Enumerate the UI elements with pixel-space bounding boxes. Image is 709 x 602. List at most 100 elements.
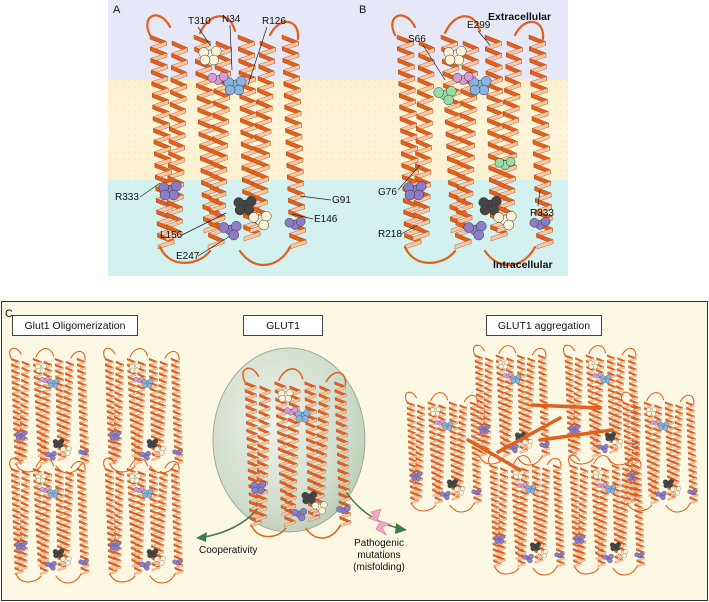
atom-sphere [522, 439, 528, 445]
atom-sphere [39, 377, 45, 382]
leader-line [139, 182, 161, 198]
loop [146, 14, 172, 37]
atom-sphere [469, 84, 481, 96]
atom-sphere [670, 486, 676, 492]
atom-sphere [499, 534, 505, 540]
atom-sphere [224, 84, 236, 96]
atom-sphere [639, 551, 645, 557]
atom-sphere [668, 478, 674, 484]
helix-back-band [536, 239, 554, 250]
cooperativity-arrowhead [196, 532, 207, 542]
purple-residue-cluster [45, 451, 57, 461]
atom-sphere [579, 534, 585, 540]
atom-sphere [655, 419, 661, 424]
atom-sphere [133, 487, 139, 492]
atom-sphere [484, 424, 490, 430]
atom-sphere [623, 549, 629, 555]
residue-label: G91 [332, 195, 351, 206]
atom-sphere [318, 507, 326, 515]
atom-sphere [199, 54, 211, 66]
pink-residue-cluster [283, 406, 299, 416]
helix-back-band [133, 460, 143, 466]
atom-sphere [298, 514, 306, 522]
atom-sphere [142, 382, 148, 389]
atom-sphere [154, 556, 160, 562]
atom-sphere [512, 448, 518, 454]
atom-sphere [664, 421, 670, 427]
green-residue-cluster [433, 86, 457, 106]
purple-residue-cluster [291, 508, 308, 522]
atom-sphere [607, 558, 613, 564]
lightning-bolt-icon [367, 508, 391, 536]
atom-sphere [147, 552, 153, 559]
atom-sphere [50, 565, 56, 571]
atom-sphere [139, 561, 145, 567]
atom-sphere [599, 469, 605, 475]
transmembrane-helix [112, 360, 124, 462]
leader-line [291, 213, 314, 220]
helix-back-band [57, 456, 67, 462]
cream-residue-cluster [35, 363, 47, 374]
atom-sphere [45, 486, 51, 492]
atom-sphere [592, 372, 598, 378]
atom-sphere [444, 54, 456, 66]
atom-sphere [605, 436, 611, 442]
atom-sphere [83, 558, 89, 564]
atom-sphere [66, 446, 72, 452]
atom-sphere [148, 378, 154, 384]
atom-sphere [320, 501, 328, 509]
purple-residue-cluster [78, 448, 89, 456]
helix-back-band [108, 460, 118, 466]
loop [198, 15, 237, 35]
atom-sphere [473, 229, 484, 241]
misfolding-label-line1: Pathogenic [354, 538, 404, 549]
atom-sphere [507, 372, 513, 377]
atom-sphere [177, 558, 183, 564]
leader-line [422, 44, 446, 81]
leader-line [537, 189, 541, 207]
residue-label: R218 [378, 229, 402, 240]
residue-label: R333 [115, 192, 139, 203]
intracellular-label: Intracellular [493, 259, 553, 271]
atom-sphere [109, 435, 116, 441]
atom-sphere [481, 76, 492, 87]
atom-sphere [172, 559, 178, 565]
atom-sphere [476, 221, 487, 232]
atom-sphere [541, 553, 547, 559]
leader-line [247, 26, 268, 86]
loop [250, 525, 287, 538]
atom-sphere [605, 488, 611, 494]
purple-residue-cluster [158, 181, 182, 201]
atom-sphere [612, 439, 618, 445]
atom-sphere [448, 421, 454, 427]
atom-sphere [674, 490, 680, 496]
atom-sphere [66, 556, 72, 562]
glut1-box-label: GLUT1 [266, 320, 300, 332]
atom-sphere [411, 475, 417, 481]
atom-sphere [491, 196, 502, 207]
atom-sphere [502, 372, 508, 378]
loop [15, 463, 42, 473]
residue-label: R126 [262, 16, 286, 27]
atom-sphere [302, 497, 310, 505]
atom-sphere [454, 486, 460, 492]
atom-sphere [147, 442, 153, 449]
atom-sphere [172, 449, 178, 455]
leader-line [197, 26, 211, 46]
atom-sphere [610, 431, 616, 437]
atom-sphere [295, 415, 303, 423]
atom-sphere [504, 359, 510, 365]
atom-sphere [50, 455, 56, 461]
atom-sphere [456, 46, 467, 57]
atom-sphere [48, 382, 54, 389]
helix-back-band [454, 239, 472, 250]
atom-sphere [299, 508, 308, 516]
leader-line [181, 212, 227, 236]
cream-residue-cluster [443, 46, 467, 66]
atom-sphere [652, 406, 658, 412]
atom-sphere [433, 87, 444, 98]
atom-sphere [160, 556, 166, 562]
atom-sphere [513, 474, 519, 480]
atom-sphere [597, 444, 603, 450]
